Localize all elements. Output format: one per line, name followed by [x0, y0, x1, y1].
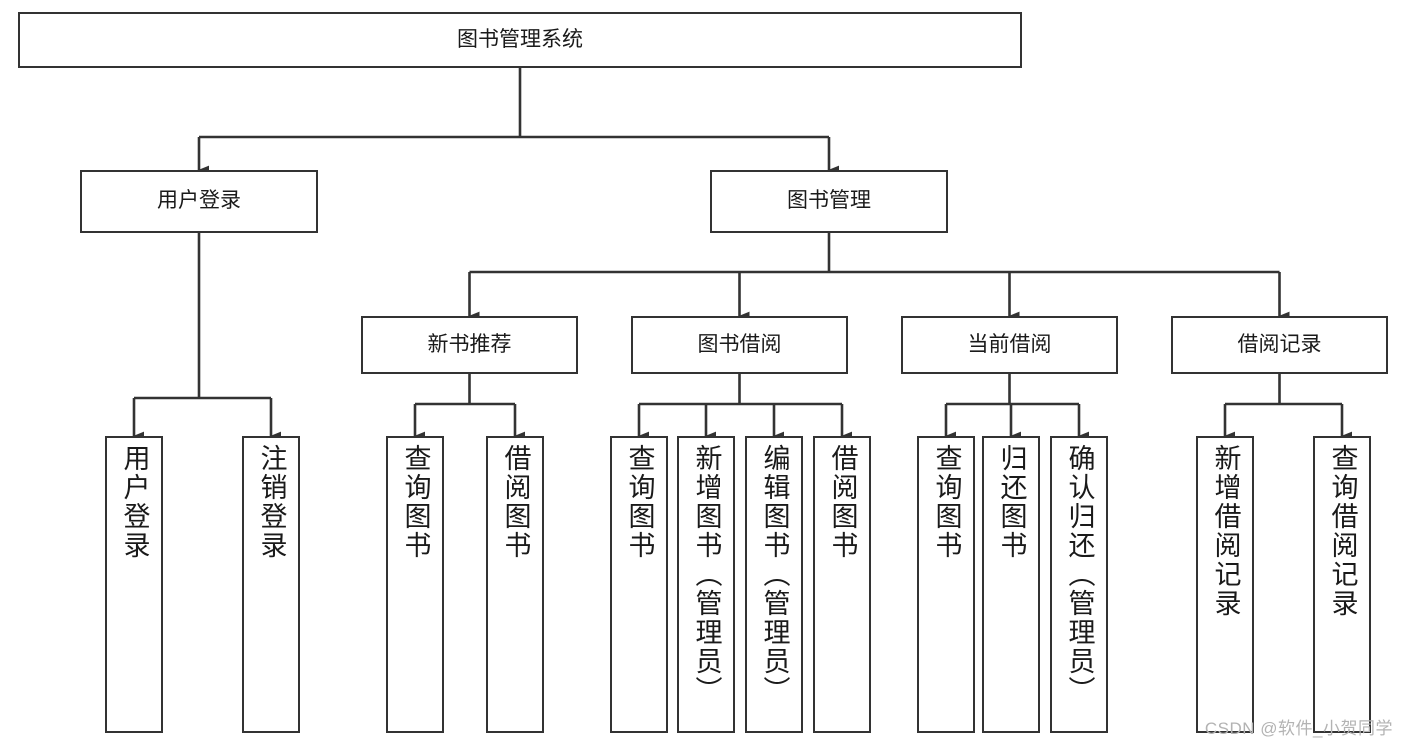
node-label-leaf-confirm-return-admin: 确认归还（管理员）: [1064, 444, 1095, 705]
node-leaf-query-book-cur: 查询图书: [917, 436, 975, 733]
node-label-leaf-borrow-book: 借阅图书: [827, 444, 858, 560]
node-leaf-return-book: 归还图书: [982, 436, 1040, 733]
node-leaf-add-borrow-record: 新增借阅记录: [1196, 436, 1254, 733]
node-label-book-manage: 图书管理: [787, 189, 871, 213]
node-leaf-query-book-rec: 查询图书: [386, 436, 444, 733]
node-label-book-borrow: 图书借阅: [697, 332, 782, 356]
node-label-leaf-borrow-book-rec: 借阅图书: [500, 444, 531, 560]
node-borrow-record: 借阅记录: [1171, 316, 1388, 374]
node-new-book-rec: 新书推荐: [361, 316, 578, 374]
node-label-user-login: 用户登录: [157, 189, 241, 213]
node-current-borrow: 当前借阅: [901, 316, 1118, 374]
node-label-new-book-rec: 新书推荐: [427, 332, 512, 356]
node-label-root: 图书管理系统: [457, 27, 583, 51]
node-label-leaf-return-book: 归还图书: [996, 444, 1027, 560]
node-leaf-query-borrow-record: 查询借阅记录: [1313, 436, 1371, 733]
node-root: 图书管理系统: [18, 12, 1022, 68]
node-label-leaf-query-book-borrow: 查询图书: [624, 444, 655, 560]
node-label-current-borrow: 当前借阅: [967, 332, 1052, 356]
node-leaf-add-book-admin: 新增图书（管理员）: [677, 436, 735, 733]
node-leaf-user-logout: 注销登录: [242, 436, 300, 733]
node-leaf-user-login: 用户登录: [105, 436, 163, 733]
node-label-leaf-add-book-admin: 新增图书（管理员）: [691, 444, 722, 705]
node-label-leaf-add-borrow-record: 新增借阅记录: [1210, 444, 1241, 618]
node-leaf-edit-book-admin: 编辑图书（管理员）: [745, 436, 803, 733]
node-leaf-confirm-return-admin: 确认归还（管理员）: [1050, 436, 1108, 733]
node-label-leaf-user-logout: 注销登录: [256, 444, 287, 560]
node-label-leaf-query-borrow-record: 查询借阅记录: [1327, 444, 1358, 618]
node-leaf-borrow-book-rec: 借阅图书: [486, 436, 544, 733]
node-user-login: 用户登录: [80, 170, 318, 233]
node-label-leaf-edit-book-admin: 编辑图书（管理员）: [759, 444, 790, 705]
node-label-borrow-record: 借阅记录: [1237, 332, 1322, 356]
node-label-leaf-user-login: 用户登录: [119, 444, 150, 560]
node-leaf-borrow-book: 借阅图书: [813, 436, 871, 733]
node-book-borrow: 图书借阅: [631, 316, 848, 374]
node-book-manage: 图书管理: [710, 170, 948, 233]
node-label-leaf-query-book-rec: 查询图书: [400, 444, 431, 560]
node-label-leaf-query-book-cur: 查询图书: [931, 444, 962, 560]
node-leaf-query-book-borrow: 查询图书: [610, 436, 668, 733]
